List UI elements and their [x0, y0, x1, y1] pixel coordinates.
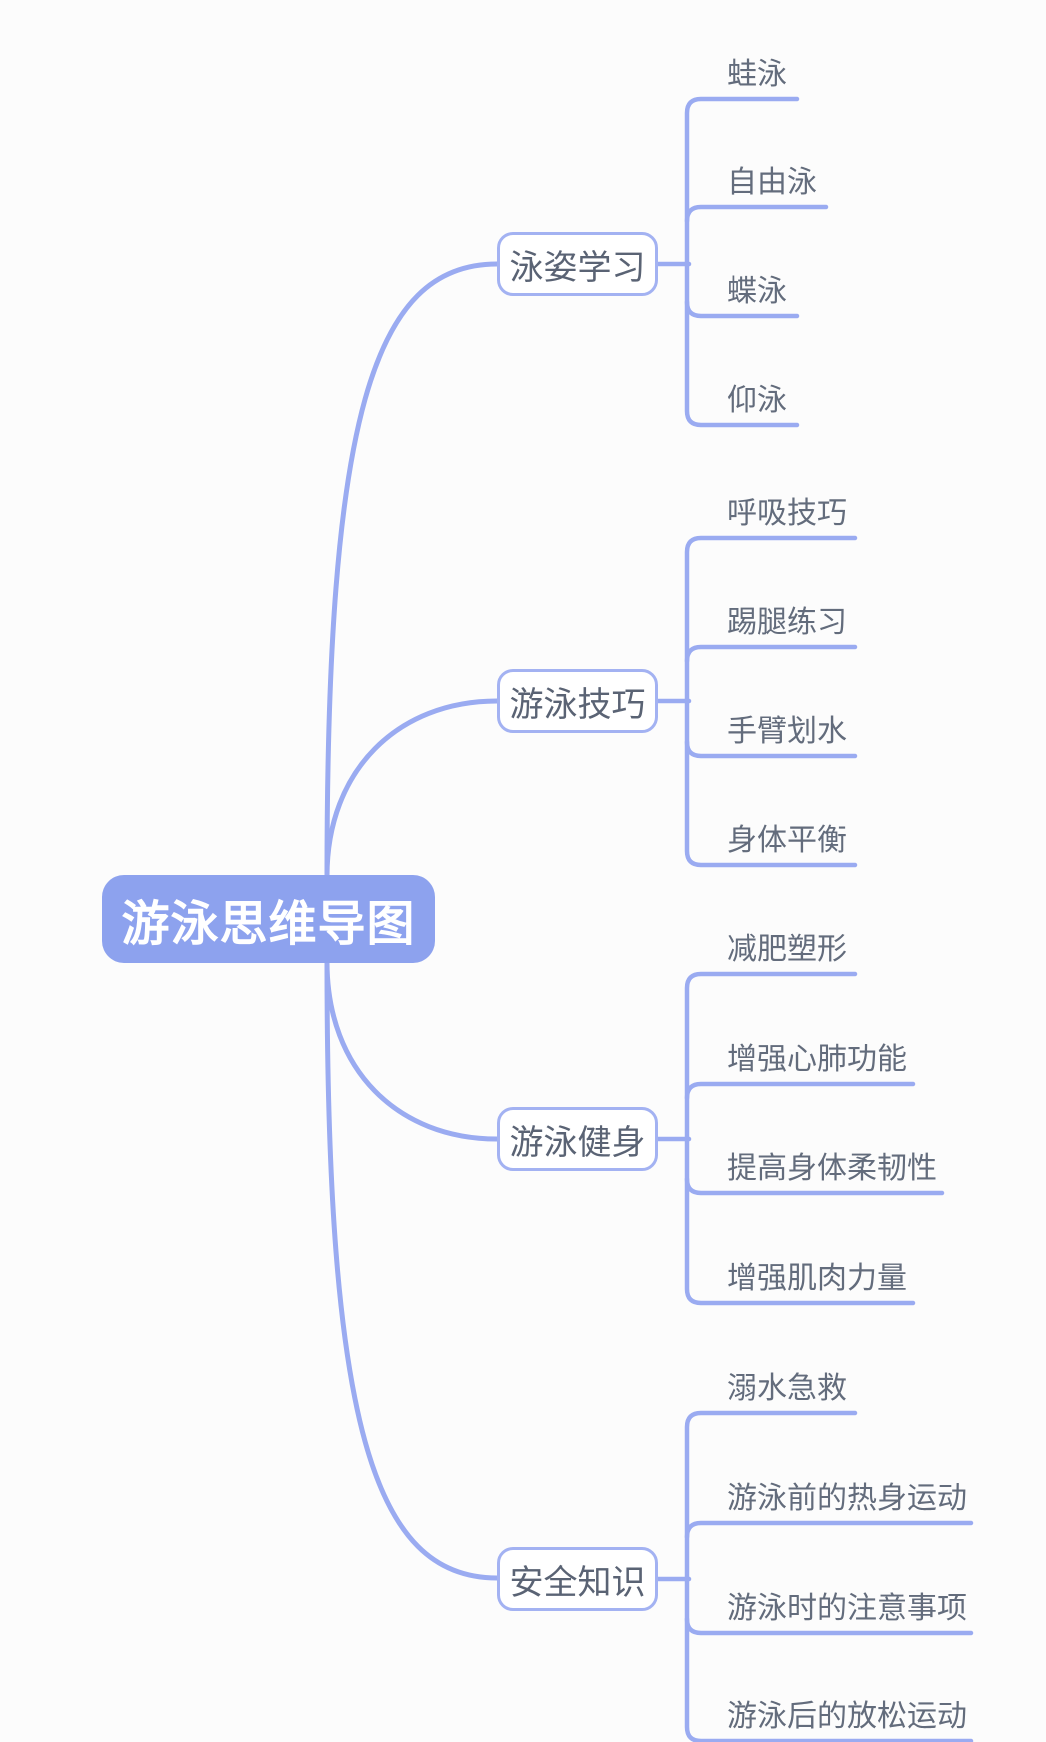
branch-3-child-3-underline: [684, 1176, 945, 1196]
branch-2-child-3-underline: [684, 739, 858, 759]
root-curve-branch-3: [324, 959, 500, 1142]
branch-3-child-2-underline: [684, 1081, 916, 1101]
branch-4-child-2-underline: [684, 1520, 974, 1540]
branch-node-swimming-strokes[interactable]: 泳姿学习: [497, 232, 658, 296]
root-node[interactable]: 游泳思维导图: [102, 875, 435, 963]
child-node-precautions-during[interactable]: 游泳时的注意事项: [727, 1592, 967, 1625]
branch-1-child-2-underline: [684, 204, 829, 224]
child-node-breathing-skills[interactable]: 呼吸技巧: [727, 497, 847, 530]
branch-4-child-3-underline: [684, 1616, 974, 1636]
child-node-kicking-practice[interactable]: 踢腿练习: [727, 606, 847, 639]
branch-1-trunk: [684, 96, 800, 428]
child-node-body-balance[interactable]: 身体平衡: [727, 824, 847, 857]
child-node-weight-loss[interactable]: 减肥塑形: [727, 933, 847, 966]
branch-2-trunk: [684, 535, 858, 868]
child-node-butterfly[interactable]: 蝶泳: [727, 275, 787, 308]
child-node-relaxation-after-swim[interactable]: 游泳后的放松运动: [727, 1700, 967, 1733]
child-node-cardio-function[interactable]: 增强心肺功能: [727, 1043, 907, 1076]
branch-2-child-2-underline: [684, 644, 858, 664]
root-curve-branch-1: [324, 261, 500, 879]
branch-1-child-3-underline: [684, 299, 800, 319]
root-curve-branch-4: [324, 959, 500, 1581]
child-node-freestyle[interactable]: 自由泳: [727, 166, 817, 199]
branch-4-trunk: [684, 1410, 974, 1742]
child-node-warmup-before-swim[interactable]: 游泳前的热身运动: [727, 1482, 967, 1515]
branch-node-swimming-skills[interactable]: 游泳技巧: [497, 669, 658, 733]
child-node-drowning-first-aid[interactable]: 溺水急救: [727, 1372, 847, 1405]
child-node-flexibility[interactable]: 提高身体柔韧性: [727, 1152, 937, 1185]
branch-node-swimming-fitness[interactable]: 游泳健身: [497, 1107, 658, 1171]
branch-3-trunk: [684, 971, 916, 1306]
child-node-muscle-strength[interactable]: 增强肌肉力量: [727, 1262, 907, 1295]
child-node-arm-stroke[interactable]: 手臂划水: [727, 715, 847, 748]
root-curve-branch-2: [324, 698, 500, 879]
branch-node-safety-knowledge[interactable]: 安全知识: [497, 1547, 658, 1611]
child-node-breaststroke[interactable]: 蛙泳: [727, 58, 787, 91]
child-node-backstroke[interactable]: 仰泳: [727, 384, 787, 417]
